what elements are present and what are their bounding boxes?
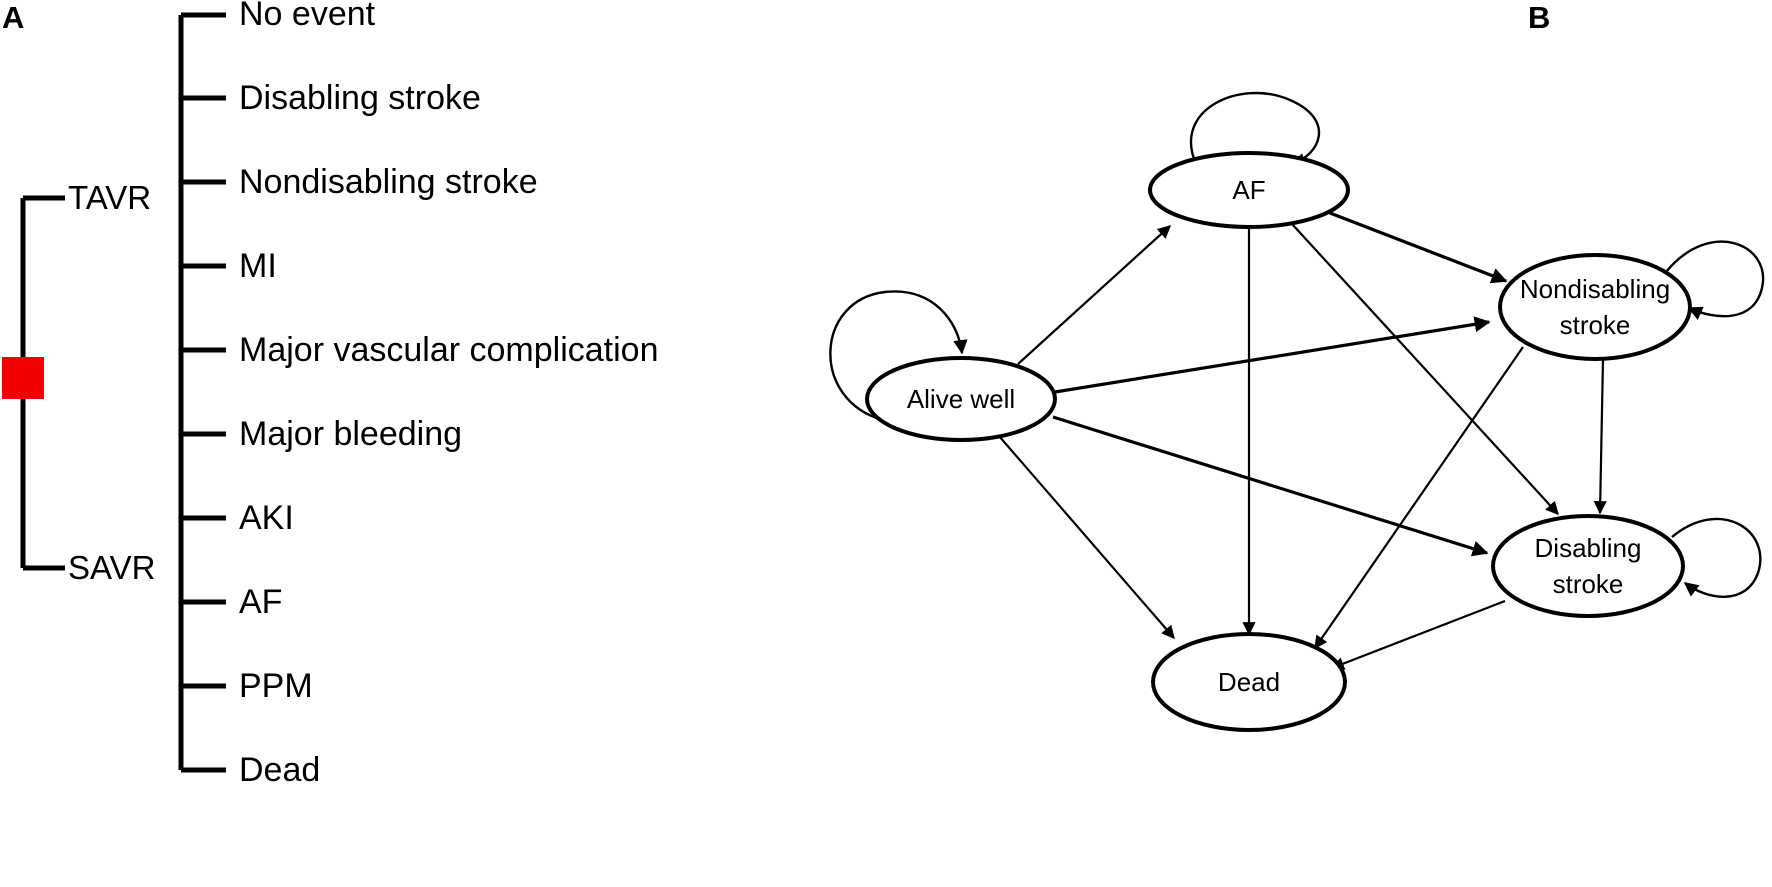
- ellipse-disabling-stroke[interactable]: [1491, 514, 1685, 618]
- edge-disabling-stroke-to-dead: [1330, 599, 1506, 670]
- self-loop-alive-well: [829, 290, 968, 422]
- ellipse-alive-well[interactable]: [865, 356, 1057, 442]
- outcome-label-disabling-stroke: Disabling stroke: [239, 79, 481, 117]
- state-label-nondisabling-stroke-line1: Nondisabling: [1520, 274, 1670, 304]
- outcome-label-dead: Dead: [239, 751, 321, 789]
- outcome-label-aki: AKI: [239, 499, 294, 537]
- self-loop-disabling-stroke: [1671, 517, 1762, 598]
- state-label-af: AF: [1232, 175, 1265, 205]
- edge-alive-well-to-nondisabling-stroke: [1054, 316, 1491, 394]
- ellipse-nondisabling-stroke[interactable]: [1498, 253, 1692, 361]
- state-node-disabling-stroke[interactable]: Disabling stroke: [1491, 514, 1685, 618]
- state-nodes: Alive well AF Nondisabling stroke Disabl…: [865, 151, 1692, 732]
- edge-alive-well-to-af: [1017, 225, 1171, 365]
- state-node-nondisabling-stroke[interactable]: Nondisabling stroke: [1498, 253, 1692, 361]
- self-loops: [829, 91, 1765, 598]
- state-label-dead: Dead: [1218, 667, 1280, 697]
- panel-a-letter: A: [2, 0, 25, 35]
- ellipse-af[interactable]: [1148, 151, 1350, 229]
- outcome-label-af: AF: [239, 583, 283, 621]
- outcome-label-major-vascular-complication: Major vascular complication: [239, 331, 659, 369]
- panel-b-letter: B: [1528, 0, 1551, 35]
- state-label-nondisabling-stroke-line2: stroke: [1560, 310, 1631, 340]
- edge-alive-well-to-disabling-stroke: [1052, 415, 1489, 557]
- arm-label-tavr: TAVR: [68, 179, 152, 216]
- state-label-disabling-stroke-line1: Disabling: [1535, 533, 1642, 563]
- edge-nondisabling-stroke-to-disabling-stroke: [1593, 358, 1607, 515]
- decision-node[interactable]: [2, 357, 44, 399]
- edge-alive-well-to-dead: [998, 435, 1175, 639]
- state-label-disabling-stroke-line2: stroke: [1553, 569, 1624, 599]
- state-node-dead[interactable]: Dead: [1151, 632, 1347, 732]
- edge-nondisabling-stroke-to-dead: [1314, 346, 1524, 650]
- outcome-label-no-event: No event: [239, 0, 376, 33]
- panel-a-decision-tree: A: [0, 0, 700, 887]
- panel-b-markov-diagram: B: [700, 0, 1772, 887]
- edge-af-to-disabling-stroke: [1291, 223, 1559, 515]
- state-node-alive-well[interactable]: Alive well: [865, 356, 1057, 442]
- outcome-label-nondisabling-stroke: Nondisabling stroke: [239, 163, 538, 201]
- outcome-label-mi: MI: [239, 247, 277, 285]
- ellipse-dead[interactable]: [1151, 632, 1347, 732]
- transition-edges: [998, 211, 1607, 670]
- outcome-label-ppm: PPM: [239, 667, 313, 705]
- markov-diagram-svg: Alive well AF Nondisabling stroke Disabl…: [829, 91, 1765, 732]
- state-node-af[interactable]: AF: [1148, 151, 1350, 229]
- self-loop-af: [1189, 91, 1321, 167]
- panel-a-tree-lines: [2, 12, 226, 773]
- outcome-label-major-bleeding: Major bleeding: [239, 415, 463, 453]
- state-label-alive-well: Alive well: [907, 384, 1015, 414]
- arm-label-savr: SAVR: [68, 549, 156, 586]
- self-loop-nondisabling-stroke: [1665, 240, 1765, 320]
- edge-af-to-nondisabling-stroke: [1329, 211, 1508, 284]
